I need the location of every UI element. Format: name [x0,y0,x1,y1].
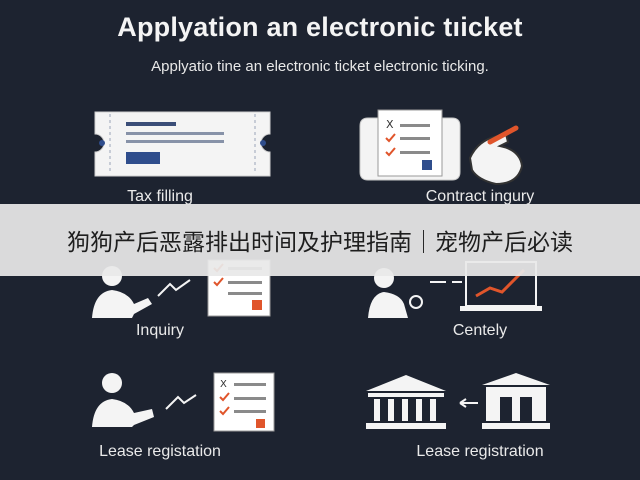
bank-building-icon [366,373,550,429]
item-lease-registration: Lease registration [320,365,640,475]
page-subtitle: Applyatio tine an electronic ticket elec… [151,58,489,75]
item-contract-inquiry: X Contract ingury [320,100,640,210]
item-label: Centely [452,322,508,339]
ticket-icon [94,111,271,177]
item-label: Lease registation [99,443,221,460]
item-label: Tax filling [127,188,193,205]
contract-hand-icon: X [359,109,524,186]
item-lease-registation: X Lease registation [0,365,320,475]
page-title: Applyation an electronic tıicket [117,12,523,42]
item-tax-filling: Tax filling [0,100,320,210]
person-checklist-icon: X [92,372,275,432]
banner-title: 狗狗产后恶露排出时间及护理指南｜宠物产后必读 [67,230,573,256]
svg-text:X: X [220,379,227,390]
svg-text:X: X [386,118,394,131]
item-label: Inquiry [135,322,185,339]
overlay-banner: 狗狗产后恶露排出时间及护理指南｜宠物产后必读 [0,204,640,276]
item-label: Lease registration [416,443,544,460]
item-label: Contract ingury [425,188,535,205]
